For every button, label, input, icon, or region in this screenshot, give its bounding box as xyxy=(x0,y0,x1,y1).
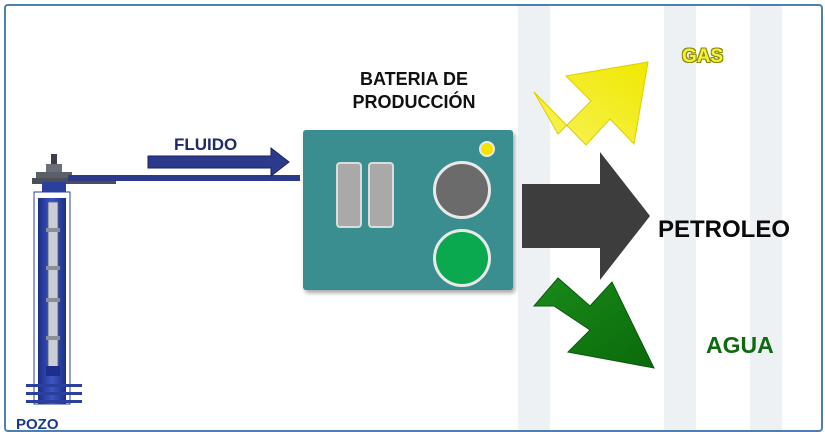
petroleo-label: PETROLEO xyxy=(658,216,791,243)
agua-arrow-icon xyxy=(532,277,655,369)
gas-arrow-icon xyxy=(533,61,649,146)
fluido-label: FLUIDO xyxy=(174,135,238,154)
background-stripe xyxy=(664,6,696,430)
gas-label: GAS xyxy=(682,46,724,67)
pozo-label: POZO xyxy=(16,416,59,432)
well-icon xyxy=(26,154,116,405)
separator-tank-icon xyxy=(368,162,394,228)
yellow-indicator-icon xyxy=(479,141,495,157)
petroleo-arrow-icon xyxy=(522,152,650,280)
agua-label: AGUA xyxy=(706,332,774,358)
battery-title-line1: BATERIA DE xyxy=(360,69,468,89)
gray-gauge-icon xyxy=(433,161,491,219)
production-battery xyxy=(303,130,513,290)
battery-title: BATERIA DE PRODUCCIÓN xyxy=(324,68,504,114)
diagram-frame: BATERIA DE PRODUCCIÓN FLUIDO GAS PETROLE… xyxy=(4,4,823,432)
separator-tank-icon xyxy=(336,162,362,228)
green-gauge-icon xyxy=(433,229,491,287)
battery-title-line2: PRODUCCIÓN xyxy=(352,92,476,112)
pipe-line xyxy=(68,175,300,181)
diagram-graphics xyxy=(26,61,655,405)
fluido-arrow-icon xyxy=(147,146,290,178)
background-stripe xyxy=(750,6,782,430)
